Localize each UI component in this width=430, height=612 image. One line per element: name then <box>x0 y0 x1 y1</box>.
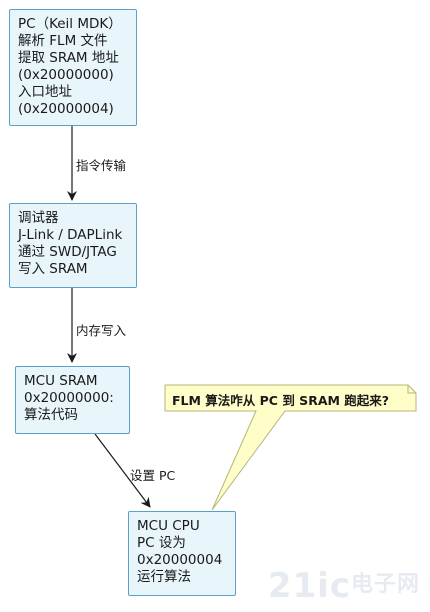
debugger-node-line: 调试器 <box>18 210 59 226</box>
note-callout <box>164 384 417 511</box>
cpu-node-line: MCU CPU <box>137 518 200 534</box>
note-fold-corner <box>407 385 416 394</box>
cpu-node-line: 0x20000004 <box>137 552 223 568</box>
edge-label-debugger-to-sram: 内存写入 <box>76 323 127 338</box>
cpu-node-line: 运行算法 <box>137 569 191 585</box>
debugger-node-line: 写入 SRAM <box>18 261 88 277</box>
pc-node-line: 入口地址 <box>18 84 72 100</box>
cpu-node-line: PC 设为 <box>137 535 186 551</box>
edge-label-pc-to-debugger: 指令传输 <box>76 158 127 173</box>
sram-node-line: MCU SRAM <box>24 373 98 389</box>
cpu-node: MCU CPU PC 设为 0x20000004 运行算法 <box>128 511 236 596</box>
pc-node-line: 提取 SRAM 地址 <box>18 50 119 66</box>
pc-node: PC（Keil MDK） 解析 FLM 文件 提取 SRAM 地址 (0x200… <box>9 9 137 126</box>
pc-node-line: PC（Keil MDK） <box>18 16 122 32</box>
debugger-node-line: 通过 SWD/JTAG <box>18 244 117 260</box>
pc-node-line: 解析 FLM 文件 <box>18 33 108 49</box>
debugger-node-line: J-Link / DAPLink <box>18 227 123 243</box>
note-text: FLM 算法咋从 PC 到 SRAM 跑起来? <box>172 393 390 408</box>
arrow-sram-to-cpu <box>94 433 151 508</box>
edge-label-sram-to-cpu: 设置 PC <box>130 468 176 483</box>
pc-node-line: (0x20000000) <box>18 67 114 83</box>
sram-node: MCU SRAM 0x20000000: 算法代码 <box>15 366 130 434</box>
sram-node-line: 算法代码 <box>24 407 78 423</box>
debugger-node: 调试器 J-Link / DAPLink 通过 SWD/JTAG 写入 SRAM <box>9 203 137 288</box>
site-watermark: 21ic电子网 <box>267 566 420 606</box>
pc-node-line: (0x20000004) <box>18 101 114 117</box>
sram-node-line: 0x20000000: <box>24 390 114 406</box>
